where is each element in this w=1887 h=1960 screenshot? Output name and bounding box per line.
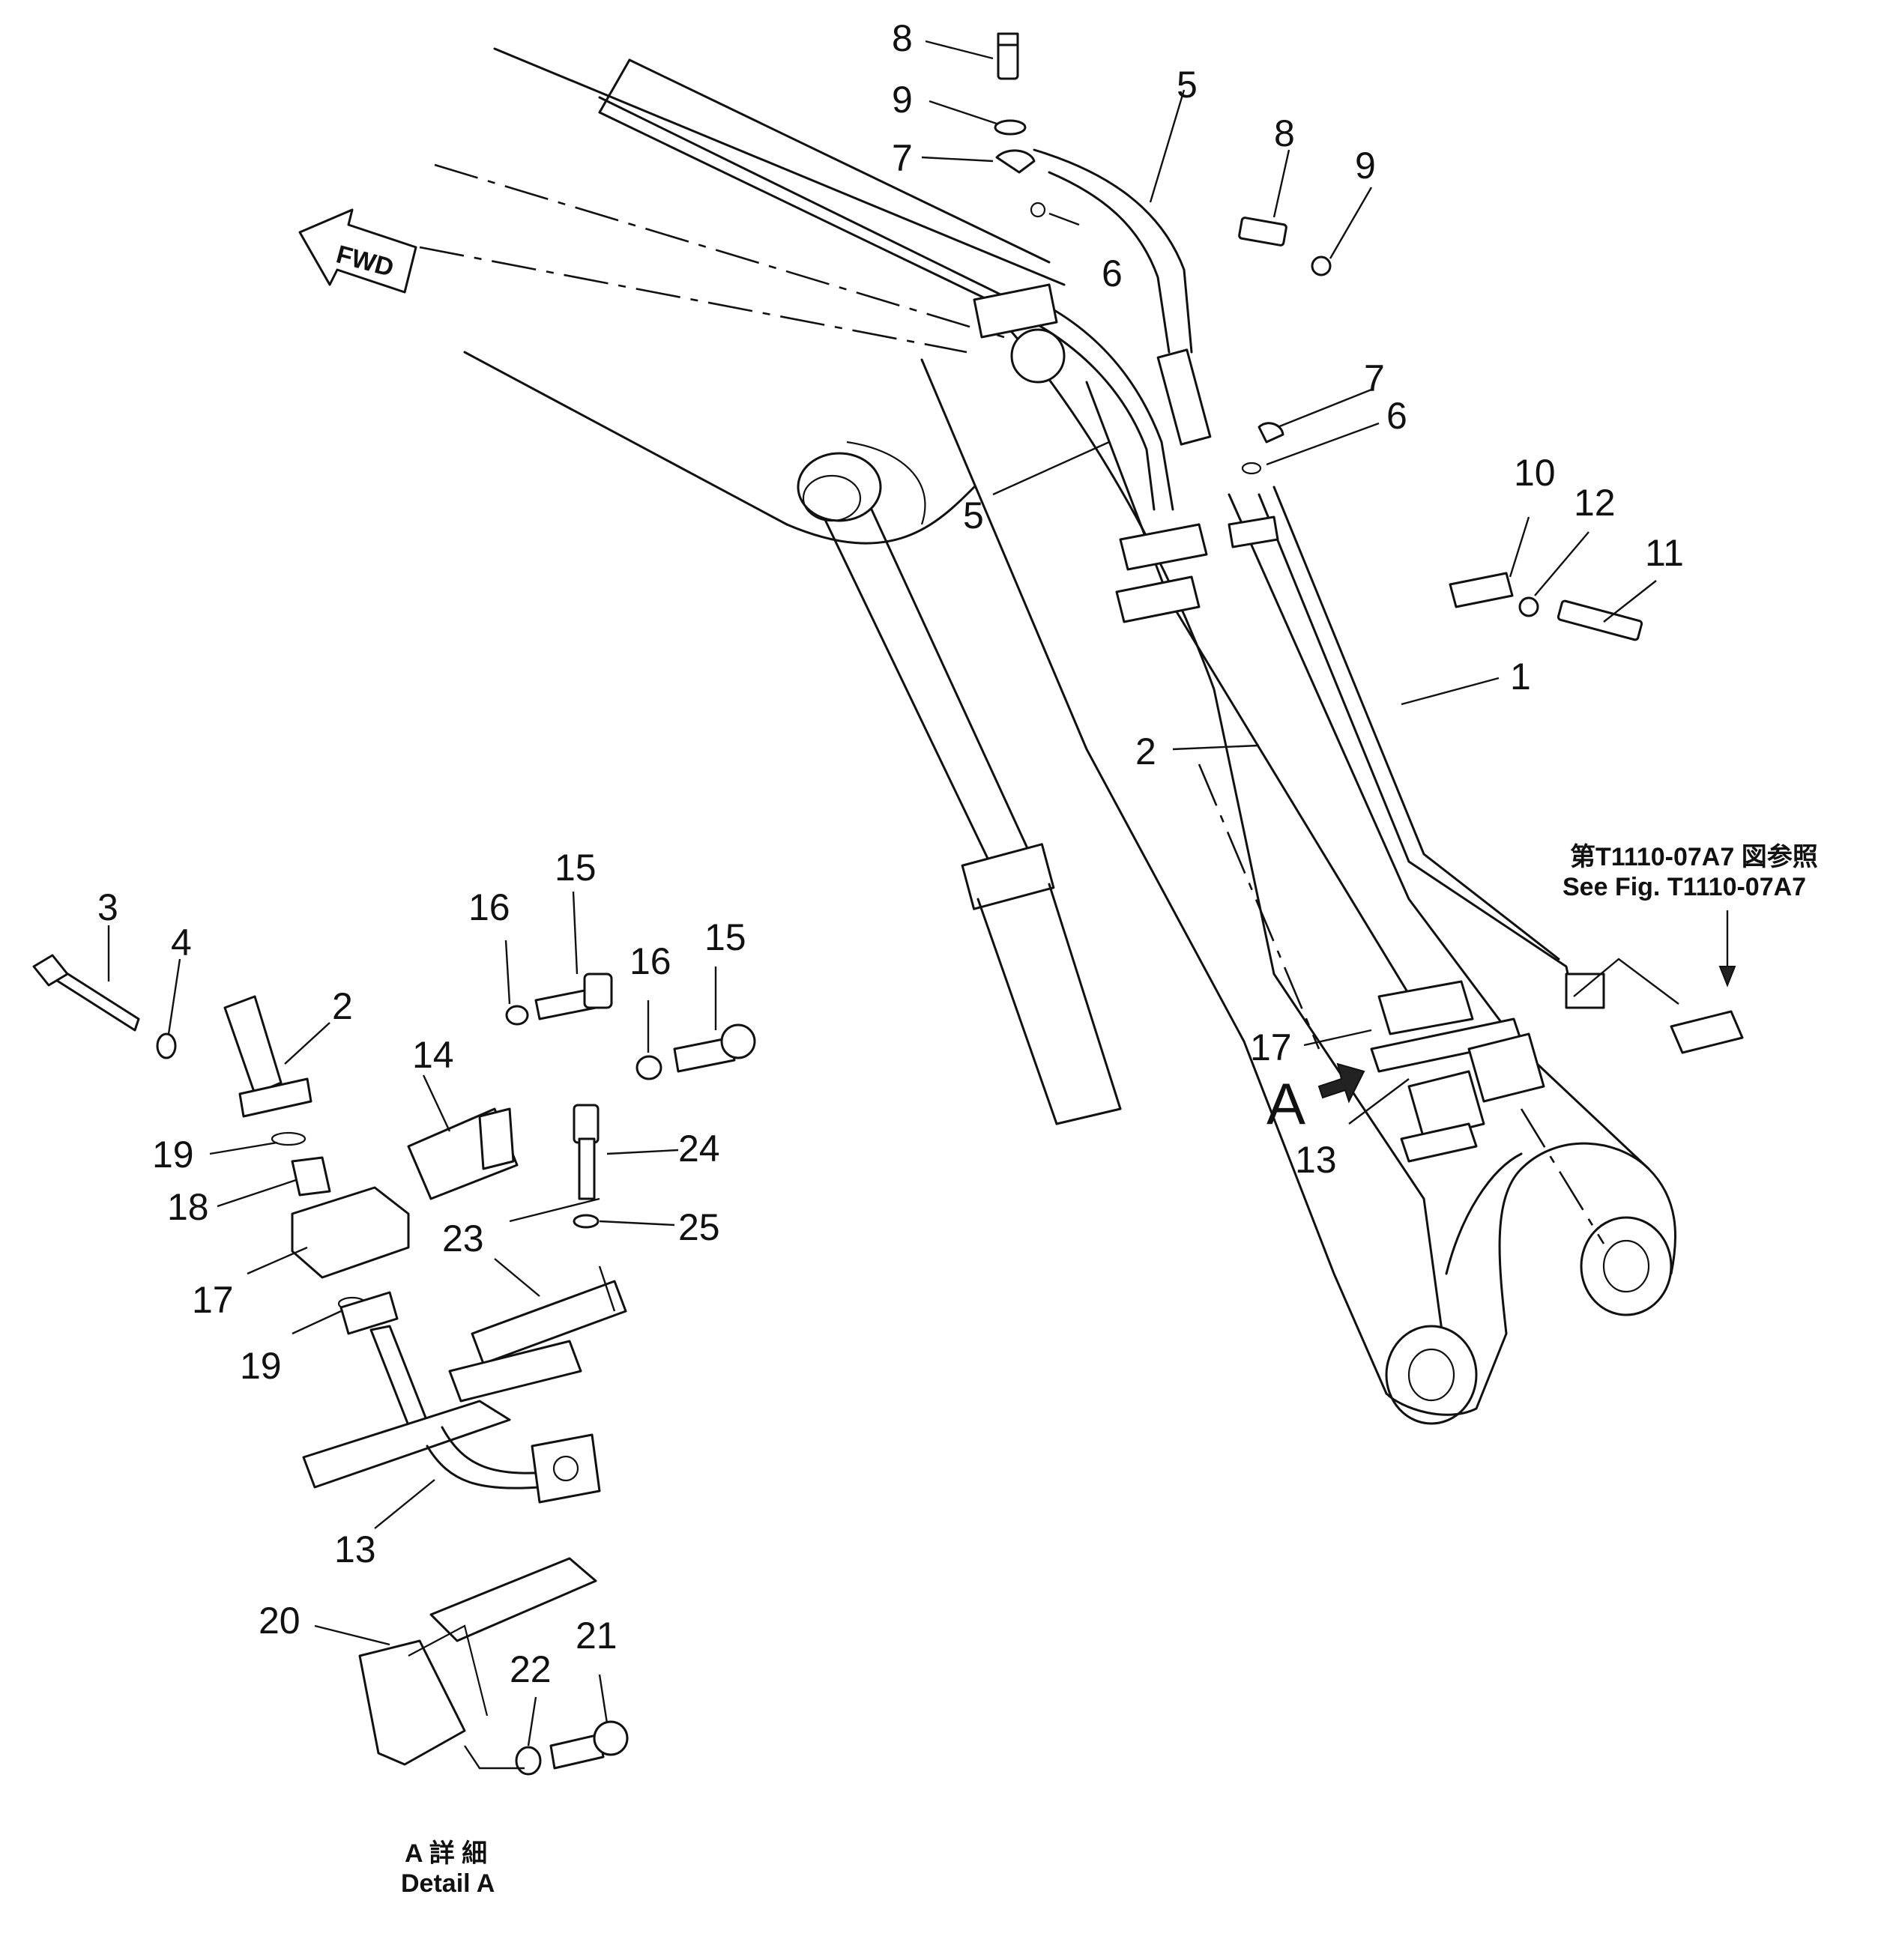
callout-9-top: 9 bbox=[892, 79, 913, 121]
callout-8-right: 8 bbox=[1274, 112, 1295, 154]
detail-a-arrow-icon bbox=[1317, 1062, 1365, 1104]
callout-22: 22 bbox=[510, 1648, 552, 1690]
callout-3: 3 bbox=[97, 886, 118, 928]
callouts-main: 8 9 7 5 6 8 9 7 6 5 10 12 11 1 2 17 13 bbox=[892, 17, 1684, 1181]
callout-24: 24 bbox=[678, 1128, 720, 1170]
callout-25: 25 bbox=[678, 1206, 720, 1248]
callout-11: 11 bbox=[1645, 532, 1684, 574]
callout-6-right: 6 bbox=[1386, 395, 1407, 437]
leaders-main bbox=[921, 40, 1657, 1125]
callout-1: 1 bbox=[1510, 656, 1531, 698]
fwd-arrow-icon: FWD bbox=[298, 208, 417, 294]
callout-13-main: 13 bbox=[1295, 1139, 1337, 1181]
callout-21: 21 bbox=[576, 1615, 618, 1657]
callout-16-mid: 16 bbox=[629, 940, 671, 982]
callout-8-top: 8 bbox=[892, 17, 913, 59]
detail-a-drawing: A 詳 細 Detail A bbox=[32, 954, 756, 1898]
callout-9-right: 9 bbox=[1355, 145, 1376, 187]
arm-structure: FWD A 第T1110-07A7 図参照 See Fig. T1110-07A… bbox=[298, 32, 1818, 1425]
callout-6-top: 6 bbox=[1102, 252, 1123, 294]
callout-15-mid: 15 bbox=[704, 916, 746, 958]
reference-note-jp: 第T1110-07A7 図参照 bbox=[1570, 843, 1818, 871]
callout-12: 12 bbox=[1574, 482, 1616, 524]
callout-5-top: 5 bbox=[1177, 64, 1198, 106]
reference-note-en: See Fig. T1110-07A7 bbox=[1563, 873, 1806, 901]
callout-19-bottom: 19 bbox=[240, 1345, 282, 1387]
callout-23: 23 bbox=[442, 1218, 484, 1259]
callout-14: 14 bbox=[412, 1034, 454, 1076]
callout-2-detail: 2 bbox=[332, 985, 353, 1027]
callouts-detail: 3 4 2 16 15 16 15 14 19 24 18 25 17 23 1… bbox=[97, 847, 746, 1690]
callout-15-top: 15 bbox=[555, 847, 597, 889]
callout-4: 4 bbox=[171, 922, 192, 964]
callout-17-detail: 17 bbox=[192, 1279, 234, 1321]
callout-19-top: 19 bbox=[152, 1134, 194, 1176]
callout-17-main: 17 bbox=[1250, 1026, 1292, 1068]
callout-7-top: 7 bbox=[892, 137, 913, 179]
detail-caption-en: Detail A bbox=[401, 1869, 495, 1898]
detail-marker: A bbox=[1266, 1071, 1305, 1137]
callout-13-detail: 13 bbox=[334, 1528, 376, 1570]
leaders-detail bbox=[107, 891, 717, 1746]
callout-16-top: 16 bbox=[468, 886, 510, 928]
callout-10: 10 bbox=[1514, 452, 1556, 494]
detail-caption-jp: A 詳 細 bbox=[405, 1839, 487, 1868]
callout-7-right: 7 bbox=[1364, 357, 1385, 399]
callout-18: 18 bbox=[167, 1186, 209, 1228]
callout-5-mid: 5 bbox=[963, 494, 984, 536]
callout-20: 20 bbox=[259, 1600, 301, 1642]
callout-2: 2 bbox=[1135, 731, 1156, 772]
